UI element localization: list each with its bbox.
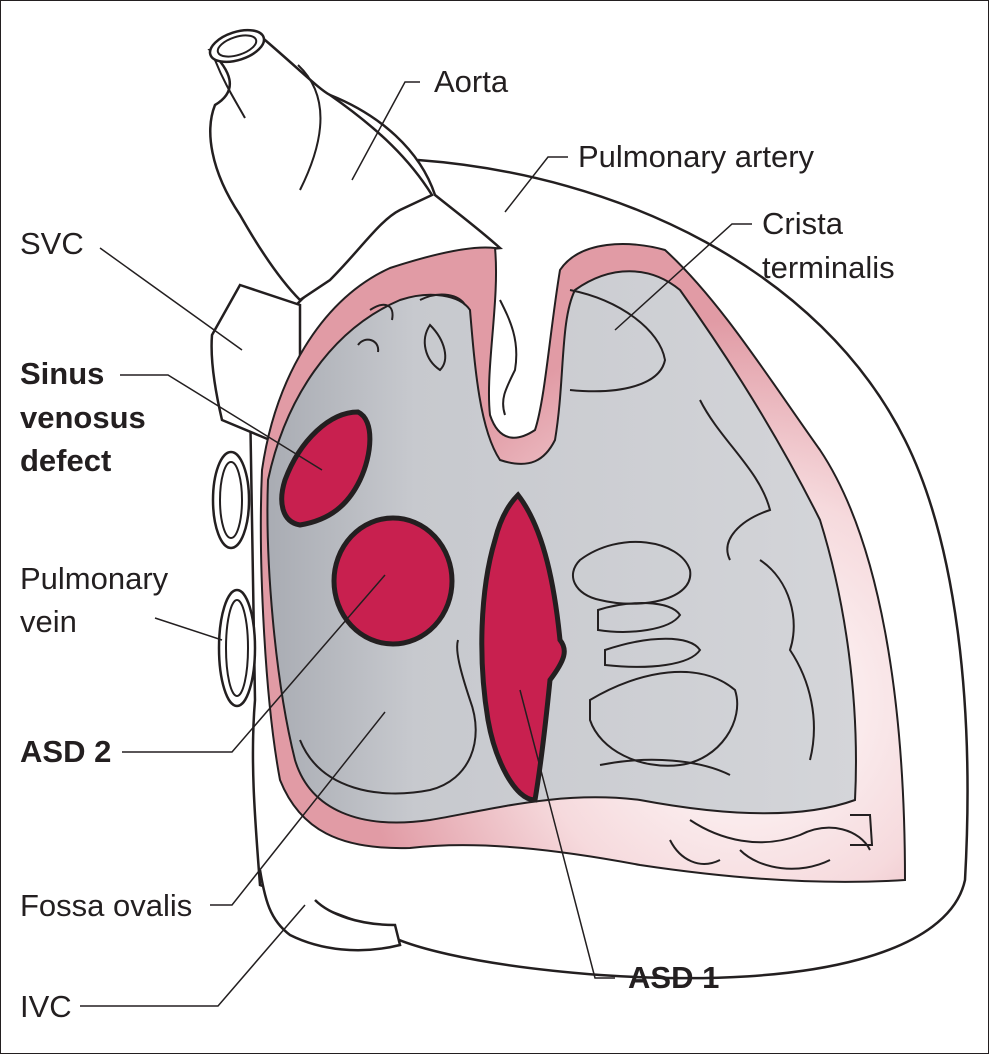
ivc-vessel — [258, 869, 402, 952]
label-svc: SVC — [20, 226, 84, 261]
leader-asd2 — [122, 574, 386, 753]
leader-ivc — [80, 904, 306, 1007]
asd1-shape — [479, 491, 567, 803]
leader-aorta — [351, 81, 420, 181]
label-pulmonary-artery: Pulmonary artery — [578, 139, 815, 174]
leader-sinus — [120, 374, 323, 471]
label-ivc: IVC — [20, 989, 72, 1024]
trabeculations — [571, 399, 874, 870]
leader-asd1 — [519, 689, 615, 979]
sinus-venosus-defect-shape — [279, 409, 373, 528]
leader-crista — [614, 223, 752, 331]
label-fossa-ovalis: Fossa ovalis — [20, 888, 193, 923]
label-sinus-line3: defect — [20, 443, 112, 478]
label-sinus-line2: venosus — [20, 400, 146, 435]
label-pulmonary-vein-line2: vein — [20, 604, 77, 639]
leader-pulmonary-vein — [154, 617, 223, 641]
label-asd1: ASD 1 — [628, 960, 720, 995]
asd2-shape — [331, 515, 455, 647]
label-asd2: ASD 2 — [20, 734, 112, 769]
leader-lines — [80, 81, 752, 1007]
label-crista-line1: Crista — [762, 206, 843, 241]
pulmonary-vein-vessels — [211, 450, 257, 708]
fossa-ovalis-rim — [299, 639, 477, 795]
leader-svc — [99, 247, 243, 351]
crista-terminalis-ridge — [569, 289, 667, 393]
label-aorta: Aorta — [434, 64, 509, 99]
septal-surface — [266, 270, 857, 824]
label-crista-line2: terminalis — [762, 250, 895, 285]
atrial-details — [357, 293, 518, 416]
leader-fossa — [210, 711, 386, 906]
leader-pulmonary-artery — [504, 156, 568, 213]
label-pulmonary-vein-line1: Pulmonary — [20, 561, 169, 596]
label-sinus-line1: Sinus — [20, 356, 105, 391]
